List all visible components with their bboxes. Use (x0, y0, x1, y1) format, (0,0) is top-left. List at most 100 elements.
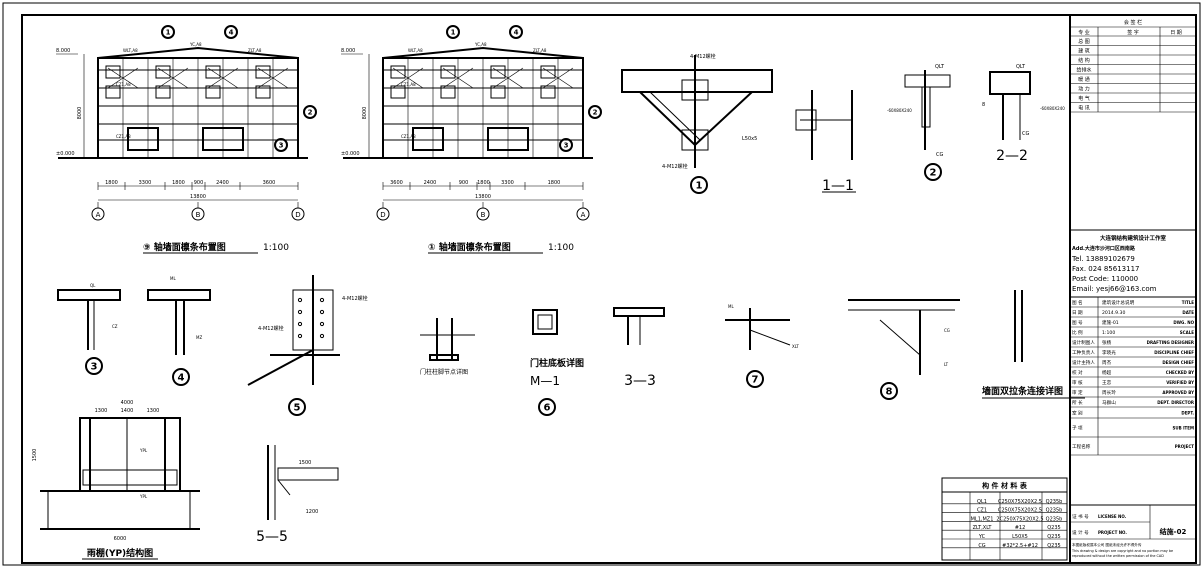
axis-bubble (476, 207, 490, 221)
section-box (989, 71, 1031, 95)
table-cell-grade: Q235 (1047, 534, 1060, 540)
member-label: ZLT,A8 (248, 48, 262, 53)
tb-row-label: 校 对 (1072, 369, 1083, 376)
callout-number: 1 (166, 29, 171, 37)
countersign-col: 签 字 (1127, 29, 1139, 36)
beam-section (147, 289, 211, 301)
discipline-label: 电 气 (1078, 95, 1090, 102)
table-cell-grade: Q235 (1047, 525, 1060, 531)
tb-row-en: VERIFIED BY (1166, 380, 1194, 385)
window-opening (390, 65, 406, 79)
callout-number: 2 (593, 109, 598, 117)
countersign-col: 日 期 (1170, 30, 1182, 36)
detail-8-circle (880, 382, 898, 400)
tb-row-en: TITLE (1182, 300, 1194, 305)
brace-line (257, 67, 289, 89)
table-cell-grade: Q235b (1046, 508, 1063, 514)
height-dim: 8000 (77, 107, 83, 120)
axis-bubble (291, 207, 305, 221)
tb-row-value: 杨超 (1102, 369, 1112, 376)
table-cell-spec: C250X75X20X2.5 (998, 499, 1042, 505)
member-label: CZ (112, 324, 118, 329)
level-ground: ±0.000 (56, 151, 75, 157)
dim-value: 3600 (263, 180, 276, 186)
detail-3-circle (85, 357, 103, 375)
window-opening (205, 65, 221, 79)
level-top: 8.000 (56, 48, 70, 54)
detail-8-number: 8 (886, 387, 893, 398)
bolt-hole (319, 297, 325, 303)
member-label: CG (936, 152, 943, 158)
table-cell-spec: C250X75X20X2.5 (998, 508, 1042, 514)
callout-number: 2 (308, 109, 313, 117)
tb-row-en: APPROVED BY (1162, 390, 1194, 395)
callout-number: 1 (451, 29, 456, 37)
copyright-note: 本图纸版权属本公司 图纸未经允许不得外传 (1072, 542, 1142, 547)
elevation-scale: 1:100 (263, 243, 289, 253)
tb-row-value: 2014.9.30 (1102, 310, 1125, 316)
member-label: CZ1,A8 (116, 134, 131, 139)
copyright-en: This drawing & design are copyright and … (1071, 549, 1173, 553)
beam-section (57, 289, 121, 301)
callout-number: 4 (514, 29, 519, 37)
brace-line (207, 67, 239, 89)
beam-section (904, 74, 951, 88)
tb-row-en: DEPT. DIRECTOR (1157, 400, 1194, 405)
canopy-beam (82, 469, 178, 486)
tb-row-value: 建施-01 (1102, 319, 1119, 326)
axis-label: D (380, 211, 385, 219)
dim-total: 13800 (475, 194, 491, 200)
section-3-3-title: 3—3 (624, 373, 656, 389)
elevation-title: ① 轴墙面檩条布置图 (428, 241, 511, 253)
window-opening (540, 65, 556, 79)
section-beam (277, 467, 339, 481)
callout-circle (509, 25, 523, 39)
section-brace (277, 479, 291, 496)
tb-row-en: DRAFTING DESIGNER (1147, 340, 1194, 345)
member-label: ML (170, 276, 176, 281)
callout-number: 3 (564, 142, 569, 150)
tb-row-en: DESIGN CHIEF (1162, 360, 1194, 365)
level-ground: ±0.000 (341, 151, 360, 157)
canopy-dim: 6000 (114, 536, 127, 542)
discipline-label: 动 力 (1078, 86, 1090, 93)
detail-3-number: 3 (91, 362, 98, 373)
discipline-label: 给排水 (1076, 67, 1091, 74)
brace-line (107, 67, 139, 89)
detail-7-number: 7 (752, 375, 759, 386)
company-name: 大连钢结构建筑设计工作室 (1100, 234, 1167, 242)
sheet-number: 结施-02 (1159, 527, 1187, 536)
bolt-hole (319, 321, 325, 327)
table-cell-name: ML1,MZ1 (971, 516, 994, 522)
tb-row-label: 日 期 (1072, 310, 1083, 316)
axis-label: A (581, 211, 586, 219)
stiffener (921, 86, 931, 128)
axis-label: A (96, 211, 101, 219)
tb-row-en: PROJECT (1175, 444, 1195, 449)
brace-left (639, 91, 696, 146)
table-cell-name: QL1 (977, 499, 987, 505)
table-cell-grade: Q235b (1046, 516, 1063, 522)
brace-right (694, 91, 753, 146)
angle-label: L50x5 (742, 136, 757, 142)
project-label: 设 计 号 (1072, 529, 1089, 536)
callout-circle (224, 25, 238, 39)
section-dim: 1200 (306, 509, 319, 515)
tb-row-label: 设计主持人 (1072, 359, 1095, 366)
elevation-scale: 1:100 (548, 243, 574, 253)
dim-value: 1800 (105, 180, 118, 186)
detail-7-circle (746, 370, 764, 388)
section-dim: 1500 (299, 460, 312, 466)
bolt-hole (297, 297, 303, 303)
bolt-label: 4-M12螺栓 (258, 325, 284, 332)
table-cell-name: YC (978, 534, 986, 540)
beam-section (613, 307, 665, 317)
company-post: Post Code: 110000 (1072, 275, 1138, 283)
window-opening (105, 65, 121, 79)
company-email: Email: yesj66@163.com (1072, 285, 1157, 293)
gusset-plate (681, 79, 709, 101)
tb-row-en: DWG. NO (1173, 320, 1194, 325)
